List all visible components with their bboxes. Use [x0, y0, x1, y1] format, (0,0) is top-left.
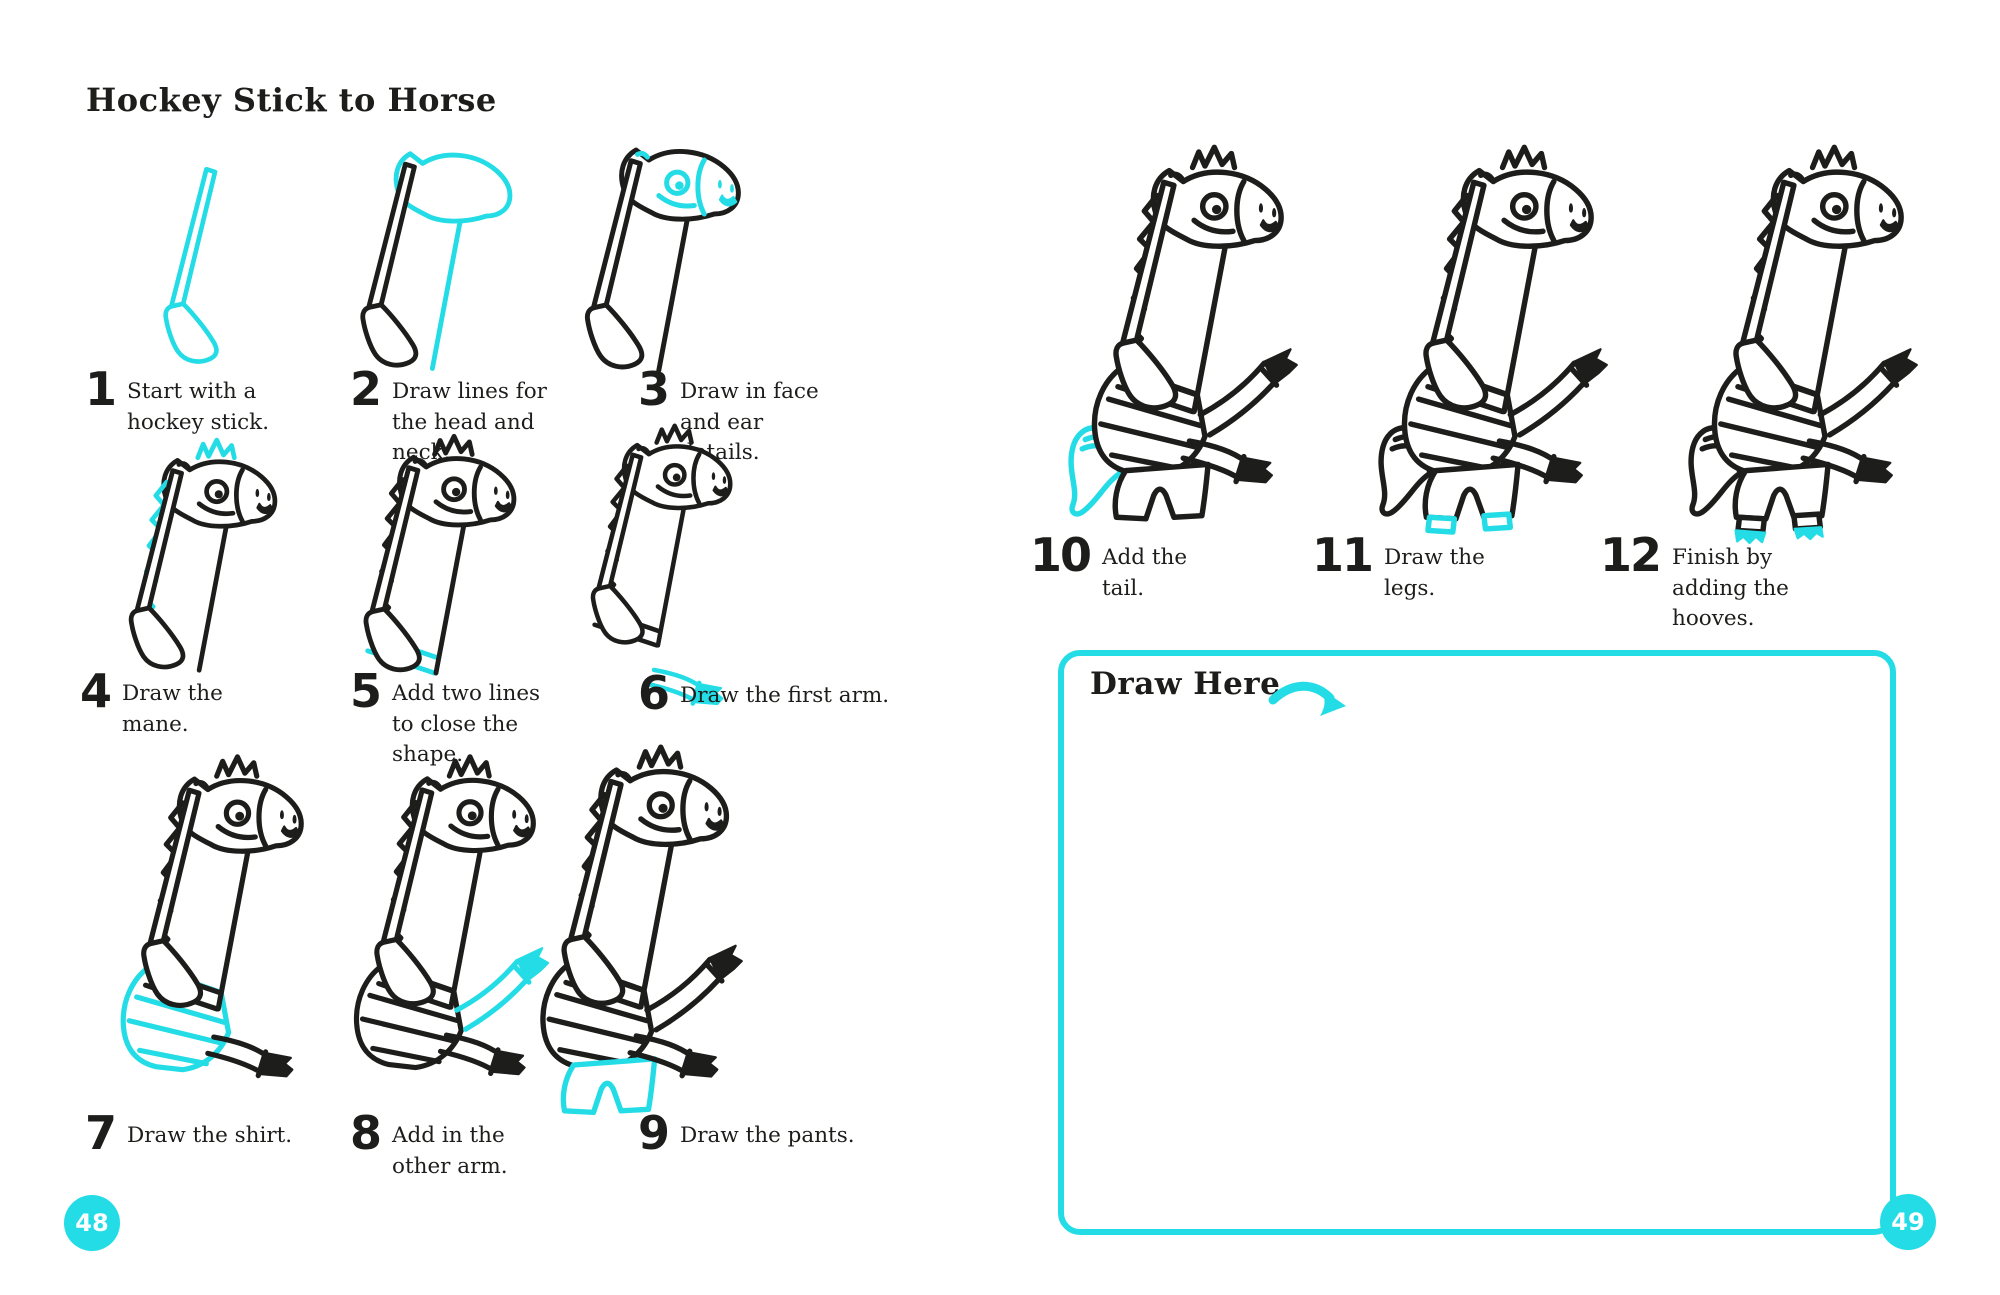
step-7-figure — [120, 754, 304, 1079]
step-9-figure — [540, 744, 743, 1116]
draw-here-label: Draw Here — [1090, 666, 1281, 702]
first-arm — [437, 1032, 526, 1077]
hooves-highlighted — [1734, 526, 1824, 545]
hockey-stick — [584, 158, 645, 370]
face-details — [1788, 171, 1900, 244]
step-5-instruction: Add two lines to close the shape. — [392, 681, 541, 768]
step-5-number: 5 — [350, 664, 382, 718]
step-6-figure — [590, 423, 733, 706]
face-details — [1168, 171, 1280, 244]
first-arm — [627, 1033, 719, 1079]
other-arm — [1197, 348, 1298, 438]
hockey-stick — [1113, 179, 1179, 411]
face-details — [636, 445, 730, 506]
step-3-number: 3 — [638, 362, 670, 416]
first-arm — [1490, 438, 1583, 485]
face-details — [176, 461, 274, 524]
step-12-number: 12 — [1600, 528, 1662, 582]
hockey-stick — [590, 452, 645, 645]
pants — [1422, 461, 1521, 522]
step-4-number: 4 — [80, 664, 112, 718]
face-details — [615, 770, 726, 842]
step-3-figure — [584, 147, 741, 373]
step-4-instruction: Draw the mane. — [122, 681, 223, 737]
face-details — [412, 458, 513, 523]
step-6-number: 6 — [638, 666, 670, 720]
step-8-instruction: Add in the other arm. — [392, 1123, 508, 1179]
hockey-stick — [561, 778, 626, 1006]
step-1-figure — [163, 166, 219, 364]
step-7-caption: 7 Draw the shirt. — [85, 1106, 322, 1160]
step-10-instruction: Add the tail. — [1102, 545, 1188, 601]
page-title: Hockey Stick to Horse — [86, 81, 497, 120]
step-12-figure — [1688, 144, 1918, 545]
hockey-stick — [374, 787, 436, 1007]
other-arm — [644, 944, 743, 1033]
other-arm — [1817, 348, 1918, 438]
step-5-figure — [363, 433, 517, 676]
pants — [1732, 461, 1831, 522]
face-details-highlighted — [635, 150, 738, 217]
pants-highlighted — [560, 1056, 658, 1116]
step-9-instruction: Draw the pants. — [680, 1123, 855, 1148]
face-details — [1478, 171, 1590, 244]
step-10-figure — [1068, 144, 1298, 522]
step-7-number: 7 — [85, 1106, 117, 1160]
step-6-instruction: Draw the first arm. — [680, 683, 890, 708]
step-2-number: 2 — [350, 362, 382, 416]
step-11-number: 11 — [1312, 528, 1374, 582]
step-8-figure — [353, 754, 550, 1077]
step-11-instruction: Draw the legs. — [1384, 545, 1485, 601]
first-arm-highlighted — [646, 667, 724, 706]
face-details — [426, 779, 533, 848]
step-10-number: 10 — [1030, 528, 1092, 582]
hockey-stick — [1733, 179, 1799, 411]
hockey-stick — [363, 465, 422, 673]
legs-highlighted — [1425, 511, 1514, 535]
page-number-left: 48 — [64, 1195, 120, 1251]
step-9-caption: 9 Draw the pants. — [638, 1106, 875, 1160]
first-arm — [1180, 438, 1273, 485]
hockey-stick — [128, 468, 186, 670]
step-11-figure — [1378, 144, 1608, 535]
step-1-instruction: Start with a hockey stick. — [127, 379, 270, 435]
hockey-stick-highlighted — [163, 166, 219, 364]
face-details — [193, 780, 301, 849]
hockey-stick — [1423, 179, 1489, 411]
pants — [1112, 461, 1211, 522]
step-7-instruction: Draw the shirt. — [127, 1123, 293, 1148]
step-4-figure — [128, 437, 278, 673]
step-1-number: 1 — [85, 362, 117, 416]
step-9-number: 9 — [638, 1106, 670, 1160]
step-6-caption: 6 Draw the first arm. — [638, 666, 895, 720]
head-and-neck-highlighted — [393, 151, 513, 371]
step-12-instruction: Finish by adding the hooves. — [1672, 545, 1789, 632]
first-arm — [1800, 438, 1893, 485]
hockey-stick — [360, 161, 419, 368]
draw-here-arrow-icon — [1268, 681, 1346, 716]
step-8-number: 8 — [350, 1106, 382, 1160]
other-arm-highlighted — [454, 947, 550, 1032]
other-arm — [1507, 348, 1608, 438]
first-arm — [205, 1034, 294, 1079]
page-number-right: 49 — [1880, 1194, 1936, 1250]
step-2-figure — [360, 151, 513, 371]
draw-here-box — [1058, 650, 1896, 1235]
hockey-stick — [141, 787, 204, 1008]
